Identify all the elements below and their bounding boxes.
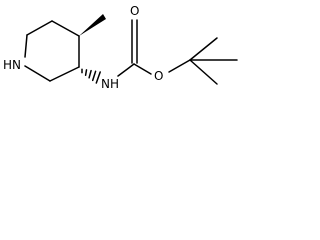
carbamate-bonds bbox=[117, 19, 191, 77]
piperidine-ring bbox=[24, 20, 80, 82]
ring-nh-label: HN bbox=[3, 58, 21, 72]
chemical-structure-diagram: HN NH O O bbox=[3, 4, 238, 91]
bond-c4-c5 bbox=[51, 20, 80, 37]
bond-tbu-down bbox=[189, 59, 218, 85]
bond-c5-c6 bbox=[26, 20, 53, 36]
carbonyl-oxygen-label: O bbox=[130, 4, 139, 18]
wedge-bond-methyl bbox=[79, 14, 106, 36]
bond-carbonyl-ester-o bbox=[133, 63, 152, 75]
ester-oxygen-label: O bbox=[154, 69, 163, 83]
bond-c6-n1 bbox=[24, 34, 28, 58]
carbamate-nh-label: NH bbox=[101, 77, 119, 91]
tert-butyl-bonds bbox=[189, 37, 238, 85]
hashed-bond-nh bbox=[81, 68, 101, 84]
bond-tbu-up bbox=[189, 37, 218, 61]
bond-c2-c3 bbox=[49, 66, 80, 82]
bond-nh-carbonyl bbox=[117, 63, 135, 77]
bond-n1-c2 bbox=[24, 65, 51, 82]
bond-ester-o-quaternary bbox=[168, 59, 191, 73]
